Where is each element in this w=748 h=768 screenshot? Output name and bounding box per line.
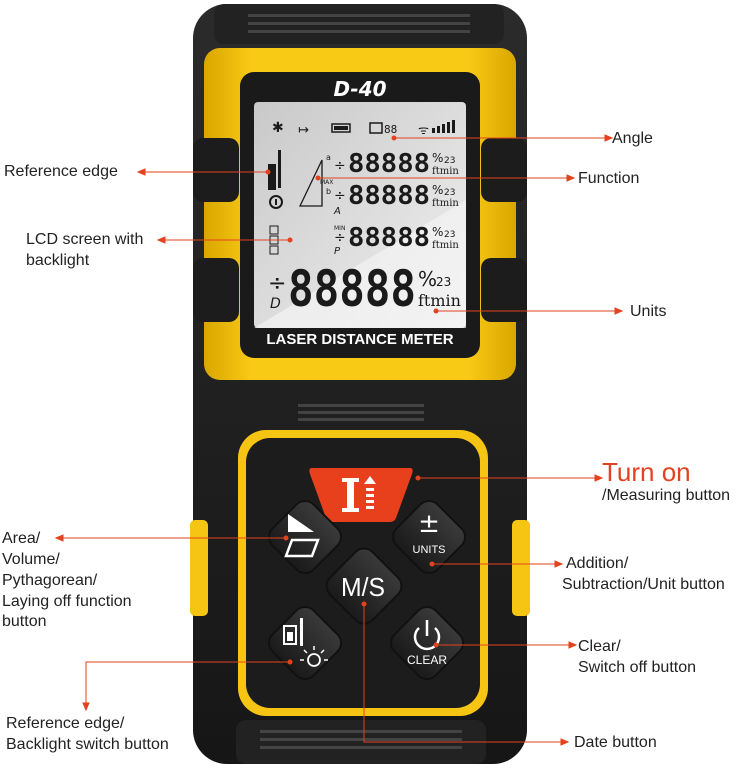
- label-function: Function: [578, 170, 640, 187]
- label-measuring-button: /Measuring button: [602, 487, 731, 504]
- label-ref-backlight-1: Reference edge/: [6, 715, 125, 732]
- svg-text:%: %: [432, 225, 443, 239]
- label-area-3: Pythagorean/: [2, 572, 98, 589]
- label-area-4: Laying off function: [2, 593, 132, 610]
- svg-text:P: P: [334, 246, 341, 257]
- svg-text:÷: ÷: [334, 158, 346, 174]
- lcd-content: ✱ ↦ 88 ᯤ a ÷ 88888 % 23 ftmin MAX b ÷ A …: [268, 120, 461, 318]
- svg-text:23: 23: [444, 230, 455, 240]
- calendar-icon: [369, 122, 383, 134]
- svg-text:÷: ÷: [334, 230, 346, 246]
- svg-text:b: b: [326, 187, 331, 196]
- svg-text:D: D: [270, 296, 281, 312]
- screen-caption: LASER DISTANCE METER: [266, 331, 453, 348]
- svg-text:%: %: [432, 151, 443, 165]
- label-addition-2: Subtraction/Unit button: [562, 576, 725, 593]
- svg-text:ftmin: ftmin: [432, 198, 459, 209]
- laser-icon: ✱: [272, 120, 284, 136]
- svg-text:88: 88: [384, 123, 397, 136]
- label-clear-2: Switch off button: [578, 659, 696, 676]
- svg-text:23: 23: [444, 188, 455, 198]
- label-date-button: Date button: [574, 734, 657, 751]
- label-lcd-line1: LCD screen with: [26, 231, 144, 248]
- lcd-row-2-digits: 88888: [348, 181, 430, 211]
- svg-text:÷: ÷: [268, 271, 286, 296]
- measure-icon: [347, 478, 354, 512]
- info-icon: [269, 195, 283, 209]
- function-button[interactable]: [264, 496, 346, 578]
- label-clear-1: Clear/: [578, 638, 621, 655]
- callout-lines: [54, 134, 624, 746]
- volume-icon: [284, 538, 320, 558]
- function-triangle-icon: [298, 159, 323, 207]
- backlight-button[interactable]: [264, 602, 346, 684]
- reference-edge-icon: [268, 164, 276, 190]
- lcd-row-1-digits: 88888: [348, 149, 430, 179]
- svg-text:MIN: MIN: [334, 225, 345, 232]
- units-button-label: UNITS: [413, 544, 446, 556]
- ms-button[interactable]: M/S: [322, 544, 407, 629]
- bulb-icon: [307, 653, 321, 667]
- reference-edge-button-icon: [283, 625, 297, 645]
- svg-text:÷: ÷: [334, 188, 346, 204]
- svg-text:ftmin: ftmin: [432, 240, 459, 251]
- label-area-2: Volume/: [2, 551, 60, 568]
- svg-text:MAX: MAX: [320, 179, 333, 186]
- label-area-5: button: [2, 613, 47, 630]
- svg-text:ftmin: ftmin: [432, 166, 459, 177]
- area-icon: [288, 514, 314, 532]
- units-button[interactable]: ± UNITS: [388, 496, 470, 578]
- svg-text:ftmin: ftmin: [418, 291, 461, 310]
- clear-button[interactable]: CLEAR: [386, 602, 468, 684]
- battery-icon: [331, 123, 351, 133]
- label-addition-1: Addition/: [566, 555, 629, 572]
- svg-text:%: %: [418, 267, 437, 291]
- arrow-ref-icon: ↦: [298, 123, 309, 138]
- label-area-1: Area/: [2, 530, 41, 547]
- svg-text:23: 23: [444, 156, 455, 166]
- label-turn-on: Turn on: [602, 457, 691, 487]
- lcd-bezel: [240, 72, 480, 358]
- measure-button[interactable]: [309, 468, 413, 522]
- label-reference-edge: Reference edge: [4, 163, 118, 180]
- svg-text:A: A: [333, 206, 341, 217]
- signal-icon: ᯤ: [418, 123, 429, 137]
- lcd-row-3-digits: 88888: [348, 223, 430, 253]
- clear-button-label: CLEAR: [407, 653, 447, 667]
- svg-text:a: a: [326, 153, 331, 162]
- plus-minus-icon: ±: [418, 509, 440, 539]
- model-title: D-40: [333, 77, 386, 101]
- svg-text:%: %: [432, 183, 443, 197]
- lcd-main-digits: 88888: [288, 260, 416, 318]
- label-lcd-line2: backlight: [26, 252, 90, 269]
- label-angle: Angle: [612, 130, 653, 147]
- label-ref-backlight-2: Backlight switch button: [6, 736, 169, 753]
- label-units: Units: [630, 303, 667, 320]
- ms-button-label: M/S: [341, 572, 385, 602]
- power-icon: [413, 627, 441, 651]
- svg-text:23: 23: [436, 275, 451, 289]
